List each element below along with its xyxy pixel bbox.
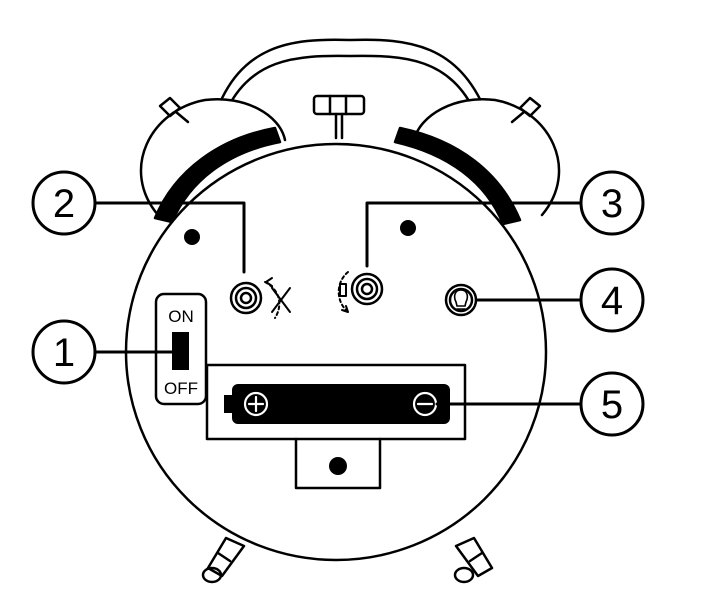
light-button[interactable] xyxy=(446,285,476,315)
left-dot xyxy=(184,229,200,245)
callout-4-number: 4 xyxy=(601,279,623,323)
callout-1-number: 1 xyxy=(53,331,75,375)
alarm-set-knob[interactable] xyxy=(352,274,382,304)
callout-2-number: 2 xyxy=(53,182,75,226)
right-dot xyxy=(400,220,416,236)
switch-on-label: ON xyxy=(168,307,194,326)
right-foot xyxy=(455,538,492,582)
striker xyxy=(314,96,364,138)
left-foot xyxy=(203,538,244,582)
callout-5-number: 5 xyxy=(601,383,623,427)
plus-sign xyxy=(245,393,267,415)
switch-off-label: OFF xyxy=(164,379,198,398)
time-set-knob[interactable] xyxy=(231,283,261,313)
callout-3-number: 3 xyxy=(601,182,623,226)
